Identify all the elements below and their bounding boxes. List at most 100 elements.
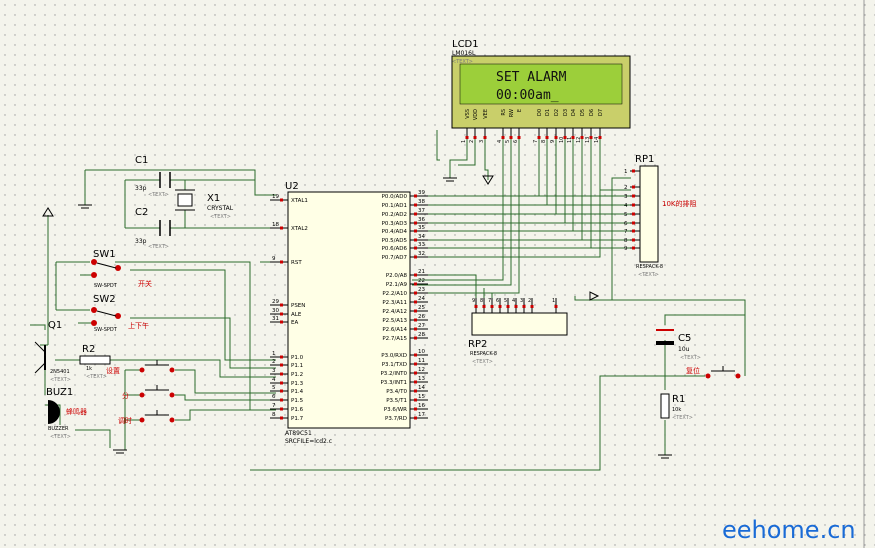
mcu-right-pin-name: P3.7/RD xyxy=(385,416,407,422)
button-reset[interactable]: 复位 xyxy=(686,366,741,379)
button-set[interactable]: 设置 xyxy=(106,360,175,375)
q1-ref: Q1 xyxy=(48,320,62,331)
lcd-pin-marker xyxy=(465,136,469,139)
c1-ref: C1 xyxy=(135,155,148,166)
mcu-left-pin-number: 4 xyxy=(272,377,276,383)
sw1-part: SW-SPDT xyxy=(94,283,118,289)
lcd-pin-name: D7 xyxy=(598,109,604,116)
mcu-right-pin-number: 14 xyxy=(418,385,425,391)
mcu-right-pin-marker xyxy=(414,255,417,259)
mcu-left-pin-number: 8 xyxy=(272,412,276,418)
rp2-pin-number: 3 xyxy=(520,298,523,304)
sw2-part: SW-SPDT xyxy=(94,327,118,333)
mcu-left-pin-number: 29 xyxy=(272,299,279,305)
r1-ref: R1 xyxy=(672,394,685,405)
rp2-pin-marker xyxy=(514,305,518,308)
mcu-left-pin-number: 3 xyxy=(272,368,276,374)
rp1-pin-marker xyxy=(632,229,635,233)
mcu-right-pin-marker xyxy=(414,407,417,411)
mcu-right-pin-marker xyxy=(414,212,417,216)
mcu-left-pin-marker xyxy=(280,372,283,376)
c2-value: 33p xyxy=(135,238,147,245)
lcd-pin-name: VEE xyxy=(483,109,489,119)
watermark-text: eehome.cn xyxy=(722,516,856,544)
mcu-left-pin-number: 31 xyxy=(272,316,279,322)
lcd-pin-marker xyxy=(598,136,602,139)
mcu-left-pin-name: ALE xyxy=(291,312,302,318)
button-minute[interactable]: 分 xyxy=(122,385,175,400)
mcu-right-pin-name: P0.0/AD0 xyxy=(382,194,408,200)
sw2-ref: SW2 xyxy=(93,294,116,305)
transistor-q1: Q1 2N5401 <TEXT> xyxy=(34,320,71,383)
mcu-left-pin-number: 1 xyxy=(272,351,276,357)
rp2-text-tag: <TEXT> xyxy=(472,359,493,365)
lcd-pin-number: 14 xyxy=(594,137,600,143)
lcd-pin-marker xyxy=(545,136,549,139)
mcu-right-pin-marker xyxy=(414,309,417,313)
mcu-right-pin-number: 25 xyxy=(418,305,425,311)
lcd-pin-number: 5 xyxy=(505,140,511,143)
mcu-right-pin-name: P0.5/AD5 xyxy=(382,238,408,244)
button-minute-label: 分 xyxy=(122,391,129,400)
lcd-pin-marker xyxy=(509,136,513,139)
mcu-right-pin-number: 15 xyxy=(418,394,425,400)
mcu-left-pin-name: PSEN xyxy=(291,303,305,309)
mcu-right-pin-name: P2.0/A8 xyxy=(386,273,408,279)
rp1-pin-marker xyxy=(632,238,635,242)
c1-value: 33p xyxy=(135,185,147,192)
button-adjust[interactable]: 调时 xyxy=(118,410,175,425)
switch-sw1[interactable]: SW1 SW-SPDT 开关 xyxy=(91,249,152,289)
rp2-pin-number: 2 xyxy=(528,298,531,304)
switch-sw2[interactable]: SW2 SW-SPDT 上下午 xyxy=(91,294,149,333)
mcu-right-pin-number: 35 xyxy=(418,225,425,231)
mcu-right-pin-marker xyxy=(414,291,417,295)
mcu-right-pin-name: P0.4/AD4 xyxy=(382,229,408,235)
mcu-right-pin-name: P0.1/AD1 xyxy=(382,203,407,209)
mcu-left-pin-marker xyxy=(280,260,283,264)
lcd-pin-marker xyxy=(517,136,521,139)
mcu-right-pin-name: P3.6/WR xyxy=(384,407,407,413)
lcd-pin-number: 2 xyxy=(469,140,475,143)
lcd-pin-name: E xyxy=(517,109,523,112)
mcu-right-pin-marker xyxy=(414,246,417,250)
mcu-left-pin-number: 7 xyxy=(272,403,276,409)
mcu-left-pin-marker xyxy=(280,381,283,385)
mcu-right-pin-marker xyxy=(414,416,417,420)
x1-ref: X1 xyxy=(207,193,220,204)
c5-value: 10u xyxy=(678,346,690,353)
rp2-pin-marker xyxy=(506,305,510,308)
q1-part: 2N5401 xyxy=(50,369,70,375)
mcu-left-pin-name: EA xyxy=(291,320,298,326)
mcu-part: AT89C51 xyxy=(285,430,312,437)
mcu-right-pin-number: 17 xyxy=(418,412,425,418)
rp1-pin-number: 5 xyxy=(624,212,628,218)
capacitor-c2: C2 33p <TEXT> xyxy=(135,207,171,250)
mcu-right-pin-number: 12 xyxy=(418,367,425,373)
rp2-pin-marker xyxy=(474,305,478,308)
buz1-ref: BUZ1 xyxy=(46,387,73,398)
mcu-right-pin-number: 38 xyxy=(418,199,425,205)
mcu-right-pin-number: 24 xyxy=(418,296,425,302)
rp2-pin-marker xyxy=(482,305,486,308)
mcu-left-pin-number: 6 xyxy=(272,394,276,400)
button-reset-label: 复位 xyxy=(686,366,700,375)
rp2-pin-marker xyxy=(554,305,558,308)
mcu-right-pin-marker xyxy=(414,203,417,207)
lcd-line1: SET ALARM xyxy=(496,70,567,85)
mcu-right-pin-number: 33 xyxy=(418,242,425,248)
mcu-left-pin-number: 19 xyxy=(272,194,279,200)
mcu-ref: U2 xyxy=(285,181,299,192)
button-set-label: 设置 xyxy=(106,366,120,375)
mcu-right-pin-name: P2.6/A14 xyxy=(382,327,407,333)
mcu-left-pin-marker xyxy=(280,389,283,393)
mcu-chip: U2 AT89C51 SRCFILE=lcd2.c XTAL119XTAL218… xyxy=(270,181,428,445)
lcd-pin-number: 4 xyxy=(497,140,503,143)
rp1-pin-marker xyxy=(632,212,635,216)
rp1-note: 10K的排阻 xyxy=(662,199,697,208)
mcu-right-pin-name: P3.5/T1 xyxy=(386,398,407,404)
sw1-note: 开关 xyxy=(138,279,152,288)
mcu-left-pin-number: 30 xyxy=(272,308,279,314)
lcd-pin-marker xyxy=(563,136,567,139)
